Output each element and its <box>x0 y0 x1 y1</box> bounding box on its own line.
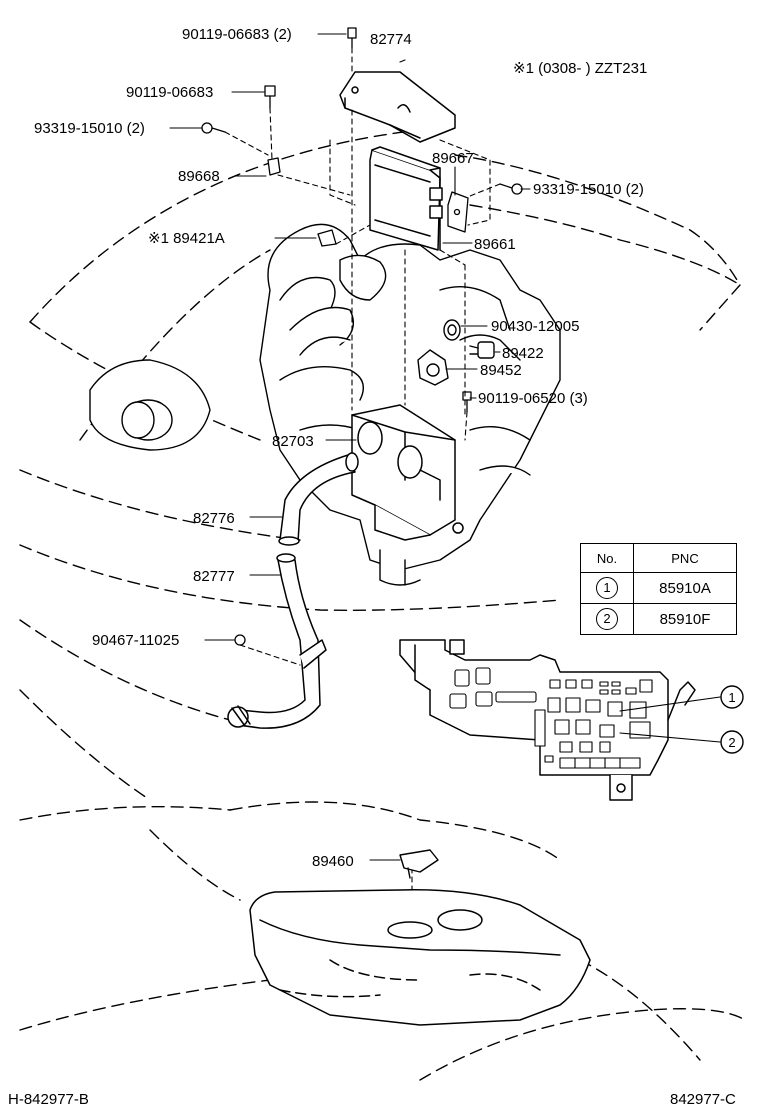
sensor-89422 <box>469 341 495 359</box>
header-note: ※1 (0308- ) ZZT231 <box>513 60 647 77</box>
ecu-89661 <box>369 146 443 251</box>
label-p18: 89460 <box>312 853 354 870</box>
label-p11: 89422 <box>502 345 544 362</box>
label-p4: 93319-15010 (2) <box>34 120 145 137</box>
table-row: 1 85910A <box>580 572 737 604</box>
label-p1: 90119-06683 (2) <box>182 26 292 43</box>
label-p14: 82703 <box>272 433 314 450</box>
label-p6: 89667 <box>432 150 474 167</box>
headlight <box>89 359 211 451</box>
pnc-table-header: No. PNC <box>580 543 737 573</box>
label-p9: 89661 <box>474 236 516 253</box>
label-p3: 90119-06683 <box>126 84 213 101</box>
bracket-89667 <box>447 191 469 233</box>
label-p17: 90467-11025 <box>92 632 179 649</box>
footer-right: 842977-C <box>670 1091 736 1108</box>
pnc-row-no: 1 <box>596 577 618 599</box>
pnc-header-pnc: PNC <box>633 543 737 573</box>
pnc-row-pnc: 85910A <box>633 572 737 604</box>
part-labels: ※1 (0308- ) ZZT231 90119-06683 (2) 82774… <box>8 26 736 1108</box>
label-p10: 90430-12005 <box>491 318 579 335</box>
guide-lines <box>224 47 501 941</box>
label-p2: 82774 <box>370 31 412 48</box>
fuel-tank <box>249 889 591 1026</box>
label-p12: 89452 <box>480 362 522 379</box>
sensor-89460 <box>399 849 439 879</box>
pnc-row-no-cell: 1 <box>580 572 634 604</box>
leader-lines <box>169 33 721 861</box>
label-p15: 82776 <box>193 510 235 527</box>
bolts <box>201 27 523 646</box>
engine-assembly <box>259 223 561 586</box>
sensor-89452 <box>417 349 449 386</box>
callout-2-text: 2 <box>728 735 735 750</box>
label-p13: 90119-06520 (3) <box>478 390 588 407</box>
callout-1: 1 <box>720 685 744 709</box>
pnc-row-pnc: 85910F <box>633 603 737 635</box>
pnc-table: No. PNC 1 85910A 2 85910F <box>580 543 737 635</box>
callout-1-text: 1 <box>728 690 735 705</box>
label-p16: 82777 <box>193 568 235 585</box>
gasket-90430 <box>443 319 461 341</box>
cover-82774 <box>339 71 456 143</box>
callout-2: 2 <box>720 730 744 754</box>
footer-left: H-842977-B <box>8 1091 89 1108</box>
relay-block-82703 <box>351 404 464 541</box>
fuse-slots <box>449 667 653 769</box>
label-p8: ※1 89421A <box>148 230 225 247</box>
fuse-box <box>399 639 696 801</box>
pnc-row-no-cell: 2 <box>580 603 634 635</box>
pnc-header-no: No. <box>580 543 634 573</box>
pipe-82777 <box>227 553 327 729</box>
label-p5: 89668 <box>178 168 220 185</box>
hose-82776 <box>278 452 359 546</box>
table-row: 2 85910F <box>580 603 737 635</box>
pnc-row-no: 2 <box>596 608 618 630</box>
label-p7: 93319-15010 (2) <box>533 181 644 198</box>
